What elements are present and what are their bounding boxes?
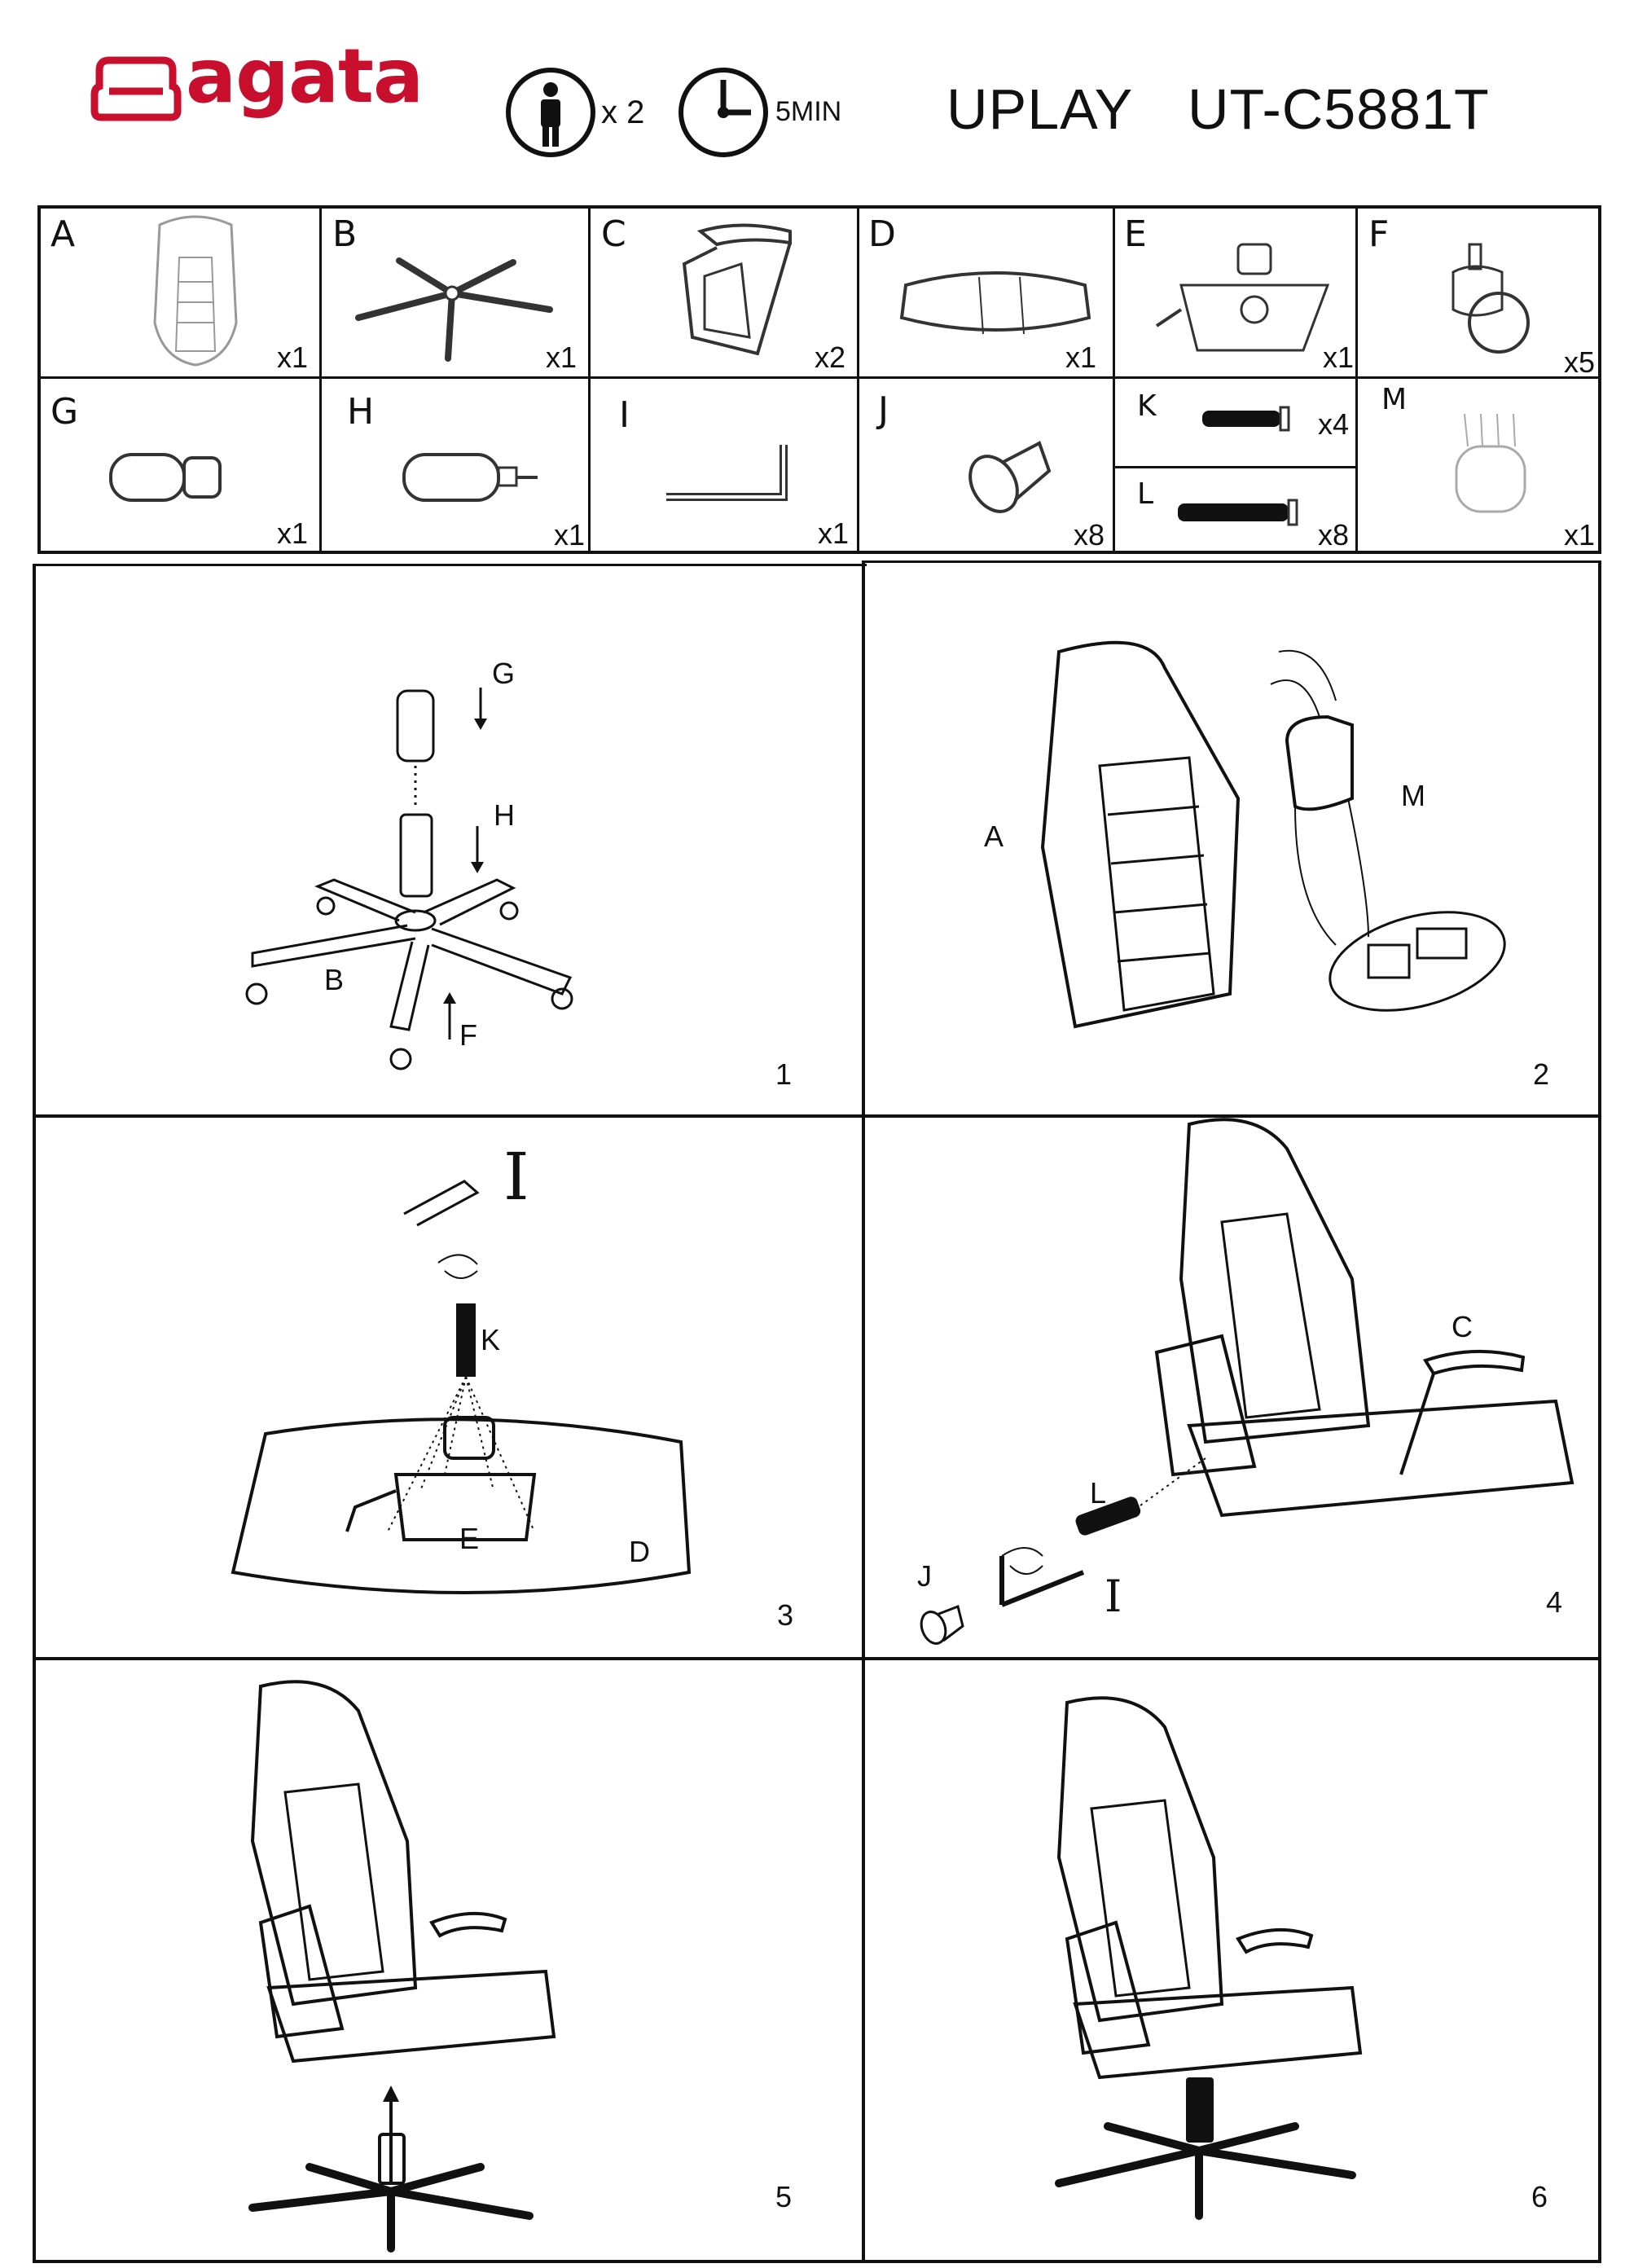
allen-key-icon	[666, 445, 788, 501]
step-1-label-f: F	[459, 1018, 477, 1052]
chair-onto-base-diagram	[248, 1680, 556, 2253]
step-1-label-b: B	[324, 963, 345, 996]
headrest-pillow-icon	[1455, 413, 1526, 513]
step-3-number: 3	[777, 1598, 794, 1632]
model-name: UPLAY	[946, 77, 1134, 141]
step-4-label-j: J	[917, 1559, 932, 1593]
step-3-label-i: I	[503, 1139, 529, 1215]
brand-logo: agata	[186, 33, 424, 120]
step-1-label-g: G	[492, 657, 516, 690]
step-4-label-c: C	[1452, 1310, 1473, 1343]
step-4-label-l: L	[1090, 1476, 1107, 1510]
step-3-label-e: E	[459, 1522, 480, 1555]
washer-icon	[968, 441, 1052, 513]
gas-lift-cover-icon	[109, 453, 222, 502]
people-count: x 2	[601, 94, 645, 130]
step-2-label-a: A	[984, 820, 1004, 853]
step-4-label-i: I	[1105, 1571, 1122, 1622]
base-assembly-diagram	[245, 688, 573, 1070]
tilt-mechanism-icon	[1155, 243, 1330, 352]
washer-icon	[920, 1604, 964, 1645]
step-2-label-m: M	[1401, 779, 1425, 812]
step-6-number: 6	[1531, 2180, 1548, 2213]
bolt-long-icon	[1178, 499, 1298, 526]
step-4-number: 4	[1546, 1585, 1563, 1619]
backrest-icon	[153, 215, 238, 367]
star-base-icon	[355, 257, 553, 362]
armrest-attach-diagram	[999, 1118, 1574, 1607]
caster-wheel-icon	[1452, 243, 1530, 354]
finished-chair-diagram	[1055, 1696, 1363, 2220]
clock-icon	[679, 68, 768, 157]
bolt-short-icon	[1202, 406, 1290, 432]
step-5-number: 5	[775, 2180, 793, 2213]
armrest-icon	[682, 223, 792, 356]
seat-cushion-icon	[899, 271, 1091, 335]
step-3-label-k: K	[481, 1323, 501, 1356]
step-2-number: 2	[1533, 1057, 1550, 1091]
seat-mechanism-diagram	[231, 1180, 692, 1594]
model-code: UT-C5881T	[1188, 77, 1490, 141]
sofa-logo-icon	[90, 56, 182, 121]
assembly-time: 5MIN	[775, 96, 842, 127]
gas-lift-icon	[402, 453, 538, 502]
step-1-number: 1	[775, 1057, 793, 1091]
step-1-label-h: H	[494, 798, 515, 832]
person-icon	[506, 68, 595, 157]
backrest-headrest-diagram	[1040, 640, 1506, 1029]
step-3-label-d: D	[629, 1535, 650, 1568]
